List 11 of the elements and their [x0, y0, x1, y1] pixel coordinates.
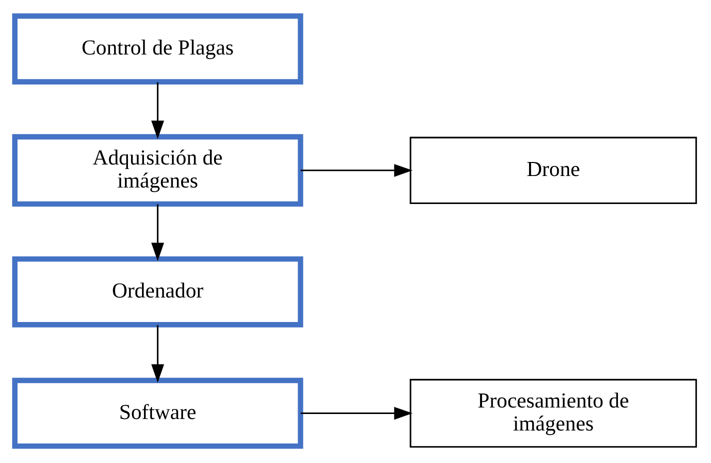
- arrow: [151, 82, 164, 139]
- arrow: [300, 164, 413, 177]
- arrow: [300, 406, 413, 420]
- node-box: Adquisición de imágenes: [12, 134, 304, 207]
- node-box: Control de Plagas: [12, 13, 304, 84]
- node-box: Software: [12, 378, 304, 449]
- arrow: [151, 204, 164, 262]
- node-box: Procesamiento de imágenes: [410, 378, 697, 448]
- node-box: Drone: [410, 136, 697, 204]
- node-box: Ordenador: [12, 256, 304, 328]
- arrow: [151, 325, 164, 383]
